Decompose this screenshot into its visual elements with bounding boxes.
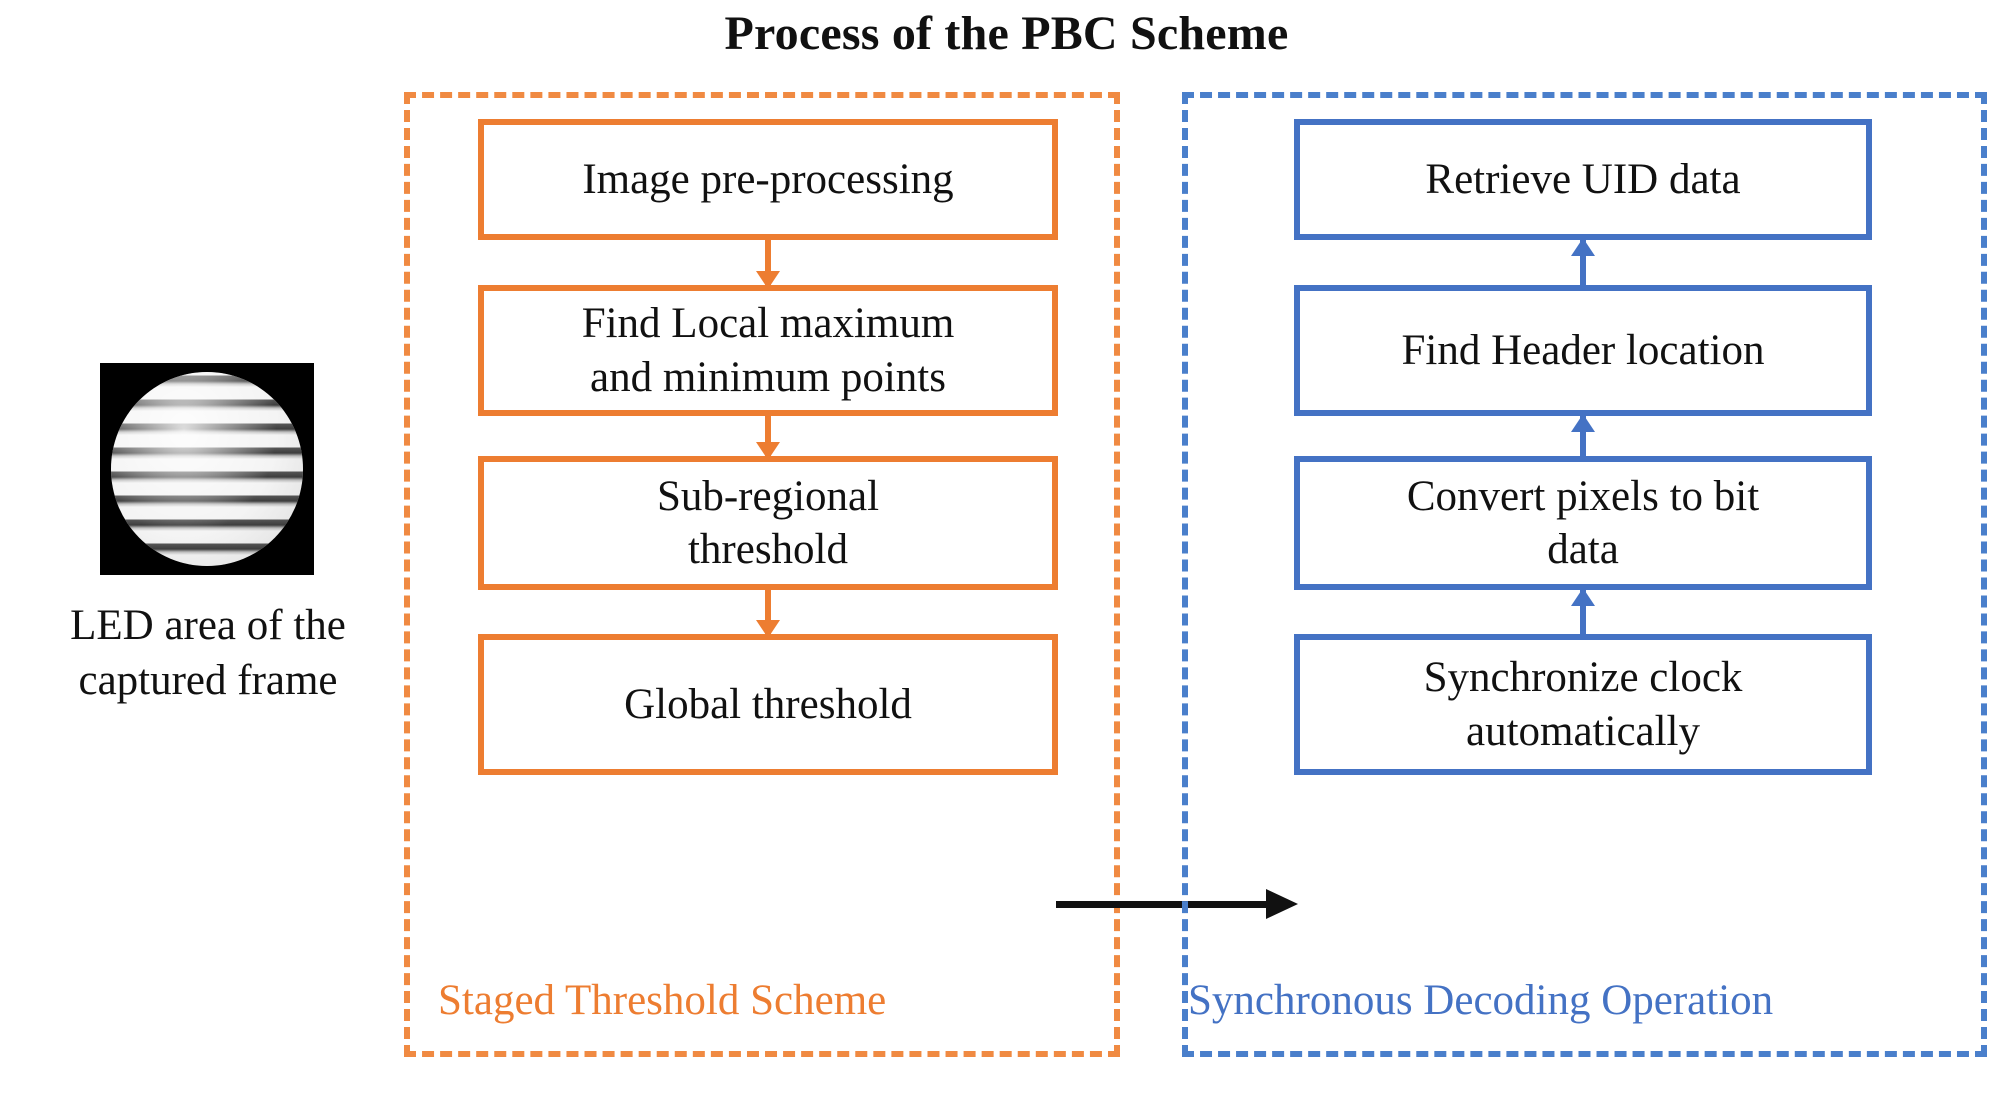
node-label-line-1: Convert pixels to bit (1406, 472, 1760, 520)
node-label: Sub-regional threshold (657, 470, 879, 577)
rolling-shutter-stripes (111, 372, 303, 566)
arrow-up-icon-convert-pixels-to-find-header (1571, 414, 1595, 458)
group-staged-threshold-scheme (404, 92, 1120, 1057)
group-label-staged-threshold-scheme: Staged Threshold Scheme (438, 977, 887, 1024)
node-image-pre-processing[interactable]: Image pre-processing (478, 119, 1058, 240)
arrow-head (1571, 588, 1595, 606)
led-circle (111, 372, 303, 566)
arrow-down-icon-pre-processing-to-local-max (756, 240, 780, 289)
arrow-stem (1056, 901, 1270, 908)
node-sub-regional-threshold[interactable]: Sub-regional threshold (478, 456, 1058, 590)
node-convert-pixels-to-bit-data[interactable]: Convert pixels to bit data (1294, 456, 1872, 590)
arrow-stem (765, 590, 771, 636)
arrow-down-icon-local-max-to-sub-regional (756, 416, 780, 460)
node-label: Global threshold (624, 680, 912, 728)
arrow-down-icon-sub-regional-to-global (756, 590, 780, 638)
node-label: Find Local maximum and minimum points (582, 297, 955, 404)
arrow-stem (1580, 590, 1586, 636)
arrow-head (1266, 889, 1298, 919)
node-label: Synchronize clock automatically (1424, 651, 1743, 758)
led-caption-line-2: captured frame (78, 657, 338, 705)
node-find-local-max-min[interactable]: Find Local maximum and minimum points (478, 285, 1058, 416)
node-label-line-1: Synchronize clock (1423, 654, 1743, 702)
arrow-head (756, 271, 780, 289)
node-label: Convert pixels to bit data (1407, 470, 1759, 577)
node-global-threshold[interactable]: Global threshold (478, 634, 1058, 775)
arrow-stem (765, 240, 771, 287)
node-find-header-location[interactable]: Find Header location (1294, 285, 1872, 416)
arrow-right-icon-global-threshold-to-synchronize-clock (1056, 889, 1298, 919)
arrow-head (1571, 414, 1595, 432)
led-figure-caption: LED area of the captured frame (8, 598, 408, 708)
arrow-head (756, 442, 780, 460)
arrow-head (756, 620, 780, 638)
arrow-stem (1580, 240, 1586, 287)
led-caption-line-1: LED area of the (70, 602, 346, 649)
node-retrieve-uid-data[interactable]: Retrieve UID data (1294, 119, 1872, 240)
node-label: Find Header location (1401, 326, 1765, 374)
node-synchronize-clock-automatically[interactable]: Synchronize clock automatically (1294, 634, 1872, 775)
led-striped-circle-image (100, 363, 314, 575)
node-label-line-2: data (1547, 526, 1619, 573)
node-label-line-2: automatically (1465, 707, 1701, 755)
group-synchronous-decoding-operation (1182, 92, 1987, 1057)
arrow-up-icon-find-header-to-retrieve-uid (1571, 238, 1595, 287)
arrow-stem (765, 416, 771, 458)
node-label-line-2: and minimum points (590, 353, 946, 401)
node-label-line-1: Find Local maximum (581, 300, 955, 348)
node-label: Retrieve UID data (1425, 155, 1741, 203)
arrow-head (1571, 238, 1595, 256)
node-label: Image pre-processing (582, 155, 954, 203)
page-title: Process of the PBC Scheme (724, 7, 1289, 60)
group-label-synchronous-decoding-operation: Synchronous Decoding Operation (1188, 977, 1774, 1024)
node-label-line-2: threshold (687, 526, 849, 573)
arrow-stem (1580, 416, 1586, 458)
node-label-line-1: Sub-regional (656, 472, 880, 520)
arrow-up-icon-synchronize-clock-to-convert-pixels (1571, 588, 1595, 636)
